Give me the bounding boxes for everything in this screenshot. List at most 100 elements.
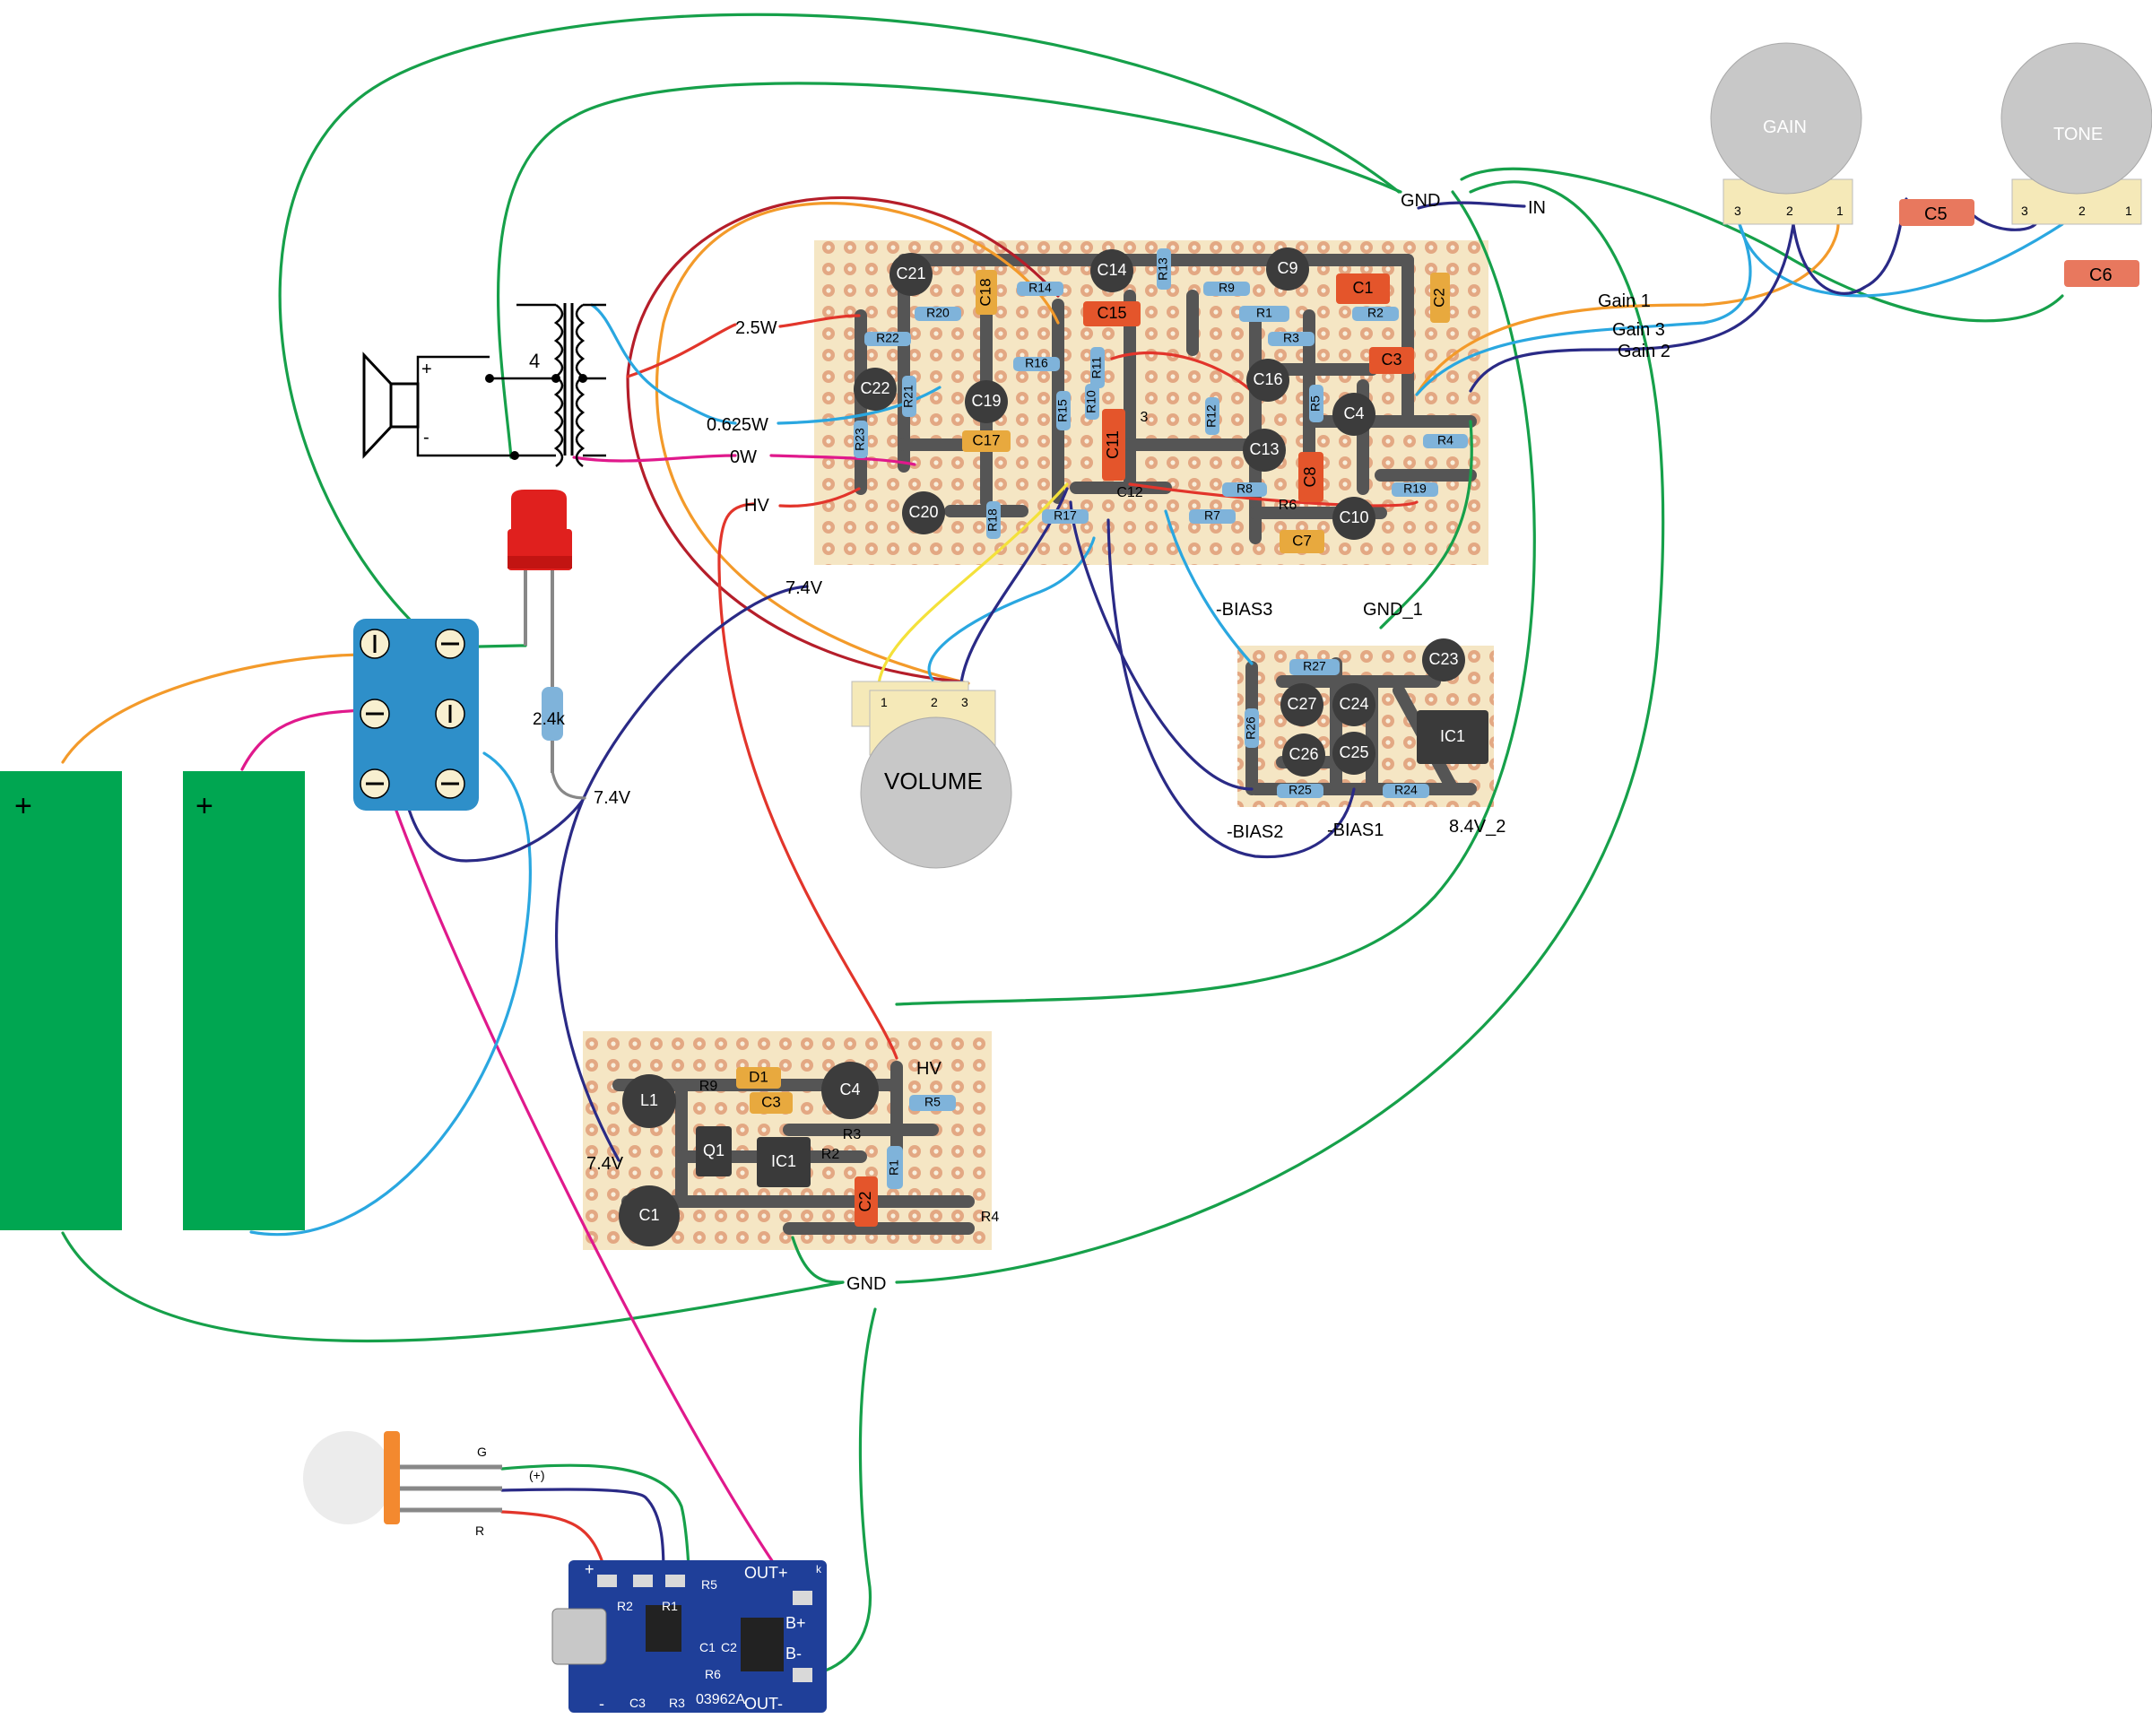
component-r22: R22 <box>864 331 911 346</box>
svg-text:C1: C1 <box>1352 279 1373 297</box>
svg-text:R5: R5 <box>701 1577 717 1592</box>
component-r12: R12 <box>1204 397 1219 435</box>
wire-7v4-psu <box>555 798 620 1162</box>
svg-text:R21: R21 <box>901 385 915 408</box>
component-r20: R20 <box>915 306 961 321</box>
volume-pin-2: 2 <box>931 695 938 709</box>
svg-text:R27: R27 <box>1303 659 1326 673</box>
svg-text:R22: R22 <box>876 331 899 345</box>
svg-text:C1: C1 <box>699 1640 716 1654</box>
wire-led-r <box>500 1510 608 1575</box>
rgb-led-g: G <box>477 1445 487 1459</box>
component-d1: D1 <box>736 1067 781 1089</box>
svg-text:R4: R4 <box>1437 433 1453 447</box>
component-r6: R6 <box>1279 498 1297 513</box>
wire-hv-board <box>778 487 861 508</box>
svg-text:R9: R9 <box>699 1079 718 1094</box>
svg-text:OUT+: OUT+ <box>744 1564 788 1582</box>
wire-gnd-switch <box>278 13 1401 649</box>
component-r1: R1 <box>887 1146 903 1189</box>
svg-text:R5: R5 <box>924 1095 941 1109</box>
component-l1: L1 <box>622 1074 676 1128</box>
wire-batt-switch-magenta <box>240 708 369 771</box>
component-r15: R15 <box>1055 391 1071 430</box>
component-r24: R24 <box>1383 783 1429 798</box>
component-c23: C23 <box>1422 638 1465 681</box>
svg-text:R18: R18 <box>985 508 1000 532</box>
component-c22: C22 <box>854 368 897 411</box>
label-0w625: 0.625W <box>707 415 768 435</box>
component-r27: R27 <box>1289 659 1340 675</box>
component-r9: R9 <box>1203 281 1250 296</box>
wire-gain2 <box>1469 222 1795 393</box>
component-r3: R3 <box>843 1127 862 1142</box>
component-r2: R2 <box>1352 306 1399 321</box>
svg-text:R15: R15 <box>1055 399 1070 422</box>
wire-gnd-tone <box>1460 167 2064 323</box>
svg-text:C2: C2 <box>856 1191 874 1211</box>
component-c3: C3 <box>750 1092 793 1114</box>
svg-text:R19: R19 <box>1403 482 1427 496</box>
svg-text:C20: C20 <box>908 503 938 521</box>
svg-text:R3: R3 <box>843 1127 862 1142</box>
svg-text:C18: C18 <box>976 278 994 306</box>
component-r19: R19 <box>1392 482 1438 497</box>
gain-pin-1: 1 <box>1836 204 1844 218</box>
svg-text:C17: C17 <box>972 431 1000 448</box>
wire-2w5-board <box>778 314 861 328</box>
component-c10: C10 <box>1332 497 1375 540</box>
component-r4: R4 <box>981 1210 1000 1225</box>
battery-1-plus: + <box>14 789 32 823</box>
tone-pin-1: 1 <box>2125 204 2132 218</box>
wire-0w-board <box>769 454 916 466</box>
svg-text:+: + <box>585 1560 594 1578</box>
power-switch[interactable] <box>353 619 479 811</box>
resistor-2k4-label: 2.4k <box>533 710 565 729</box>
svg-text:C11: C11 <box>1104 430 1122 459</box>
svg-text:B-: B- <box>785 1645 802 1662</box>
tone-pot[interactable]: TONE 3 2 1 <box>2000 42 2152 225</box>
component-ic1: IC1 <box>1417 710 1488 764</box>
wire-gnd1 <box>1379 420 1473 629</box>
component-c11: C11 <box>1102 409 1125 481</box>
speaker: + - <box>362 352 519 460</box>
component-r21: R21 <box>901 376 916 417</box>
component-c13: C13 <box>1243 429 1286 472</box>
component-c16: C16 <box>1246 359 1289 402</box>
svg-text:C10: C10 <box>1339 508 1368 526</box>
svg-text:R9: R9 <box>1219 281 1235 295</box>
svg-text:R12: R12 <box>1204 404 1219 428</box>
cap-c6: C6 <box>2064 260 2139 287</box>
volume-pot-label: VOLUME <box>884 768 983 794</box>
battery-2-plus: + <box>195 789 213 823</box>
svg-text:C4: C4 <box>839 1081 860 1098</box>
usb-port[interactable] <box>551 1608 607 1665</box>
label-gnd1: GND_1 <box>1363 600 1423 620</box>
wires <box>61 13 2064 1675</box>
svg-text:R2: R2 <box>1367 306 1384 320</box>
component-r5: R5 <box>909 1095 956 1111</box>
component-r13: R13 <box>1156 248 1171 290</box>
wire-led-plus <box>500 1488 665 1575</box>
svg-text:C13: C13 <box>1249 440 1279 458</box>
gain-pot-label: GAIN <box>1763 117 1807 137</box>
svg-text:R5: R5 <box>1308 395 1323 412</box>
component-c24: C24 <box>1332 683 1375 726</box>
label-7v4-c: 7.4V <box>586 1154 624 1174</box>
svg-text:C6: C6 <box>2089 265 2113 285</box>
svg-text:k: k <box>816 1563 822 1575</box>
tone-pot-label: TONE <box>2053 125 2103 144</box>
gain-pot[interactable]: GAIN 3 2 1 <box>1710 42 1862 225</box>
component-q1: Q1 <box>696 1126 732 1176</box>
component-r10: R10 <box>1084 384 1099 420</box>
wire-2w5 <box>626 323 737 378</box>
svg-text:03962A: 03962A <box>696 1692 745 1707</box>
svg-text:3: 3 <box>1141 410 1149 425</box>
volume-pot[interactable]: VOLUME 1 2 3 <box>851 681 1012 869</box>
svg-text:R4: R4 <box>981 1210 1000 1225</box>
label-gain1: Gain 1 <box>1598 291 1651 311</box>
label-2w5: 2.5W <box>735 318 777 338</box>
svg-text:C19: C19 <box>971 392 1001 410</box>
component-r3: R3 <box>1268 331 1315 346</box>
battery-1: + <box>0 771 122 1230</box>
